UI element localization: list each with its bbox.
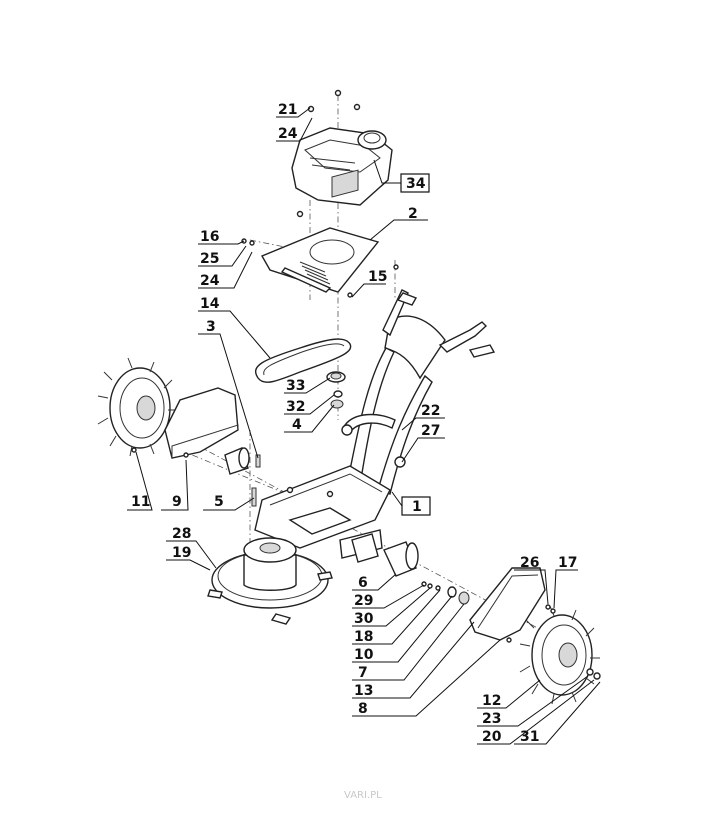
right-cover-part xyxy=(469,567,546,643)
left-wheel-part xyxy=(97,357,178,457)
label-21: 21 xyxy=(278,102,297,118)
label-7: 7 xyxy=(358,665,368,681)
label-2: 2 xyxy=(408,206,418,222)
watermark: VARI.PL xyxy=(344,790,382,801)
label-18: 18 xyxy=(354,629,373,645)
cutting-disc-part xyxy=(207,537,333,625)
label-11: 11 xyxy=(131,494,150,510)
label-15: 15 xyxy=(368,269,387,285)
label-24-mid: 24 xyxy=(200,273,220,289)
label-16: 16 xyxy=(200,229,219,245)
label-25: 25 xyxy=(200,251,219,267)
label-31: 31 xyxy=(520,729,539,745)
label-1: 1 xyxy=(412,499,422,515)
handle-frame-part xyxy=(341,289,496,495)
label-5: 5 xyxy=(214,494,224,510)
label-32: 32 xyxy=(286,399,305,415)
label-24-top: 24 xyxy=(278,126,298,142)
right-axle-parts xyxy=(351,533,470,605)
pulley-parts xyxy=(326,371,346,409)
leader-lines xyxy=(127,107,601,745)
belt-part xyxy=(254,338,352,383)
label-4: 4 xyxy=(292,417,302,433)
label-22: 22 xyxy=(421,403,440,419)
label-9: 9 xyxy=(172,494,182,510)
label-3: 3 xyxy=(206,319,216,335)
engine-part xyxy=(291,89,393,218)
label-12: 12 xyxy=(482,693,501,709)
label-13: 13 xyxy=(354,683,373,699)
label-34: 34 xyxy=(406,176,426,192)
right-wheel-part xyxy=(519,604,601,705)
engine-plate-part xyxy=(241,227,399,298)
label-box-1 xyxy=(401,496,431,516)
label-10: 10 xyxy=(354,647,374,663)
label-8: 8 xyxy=(358,701,368,717)
label-23: 23 xyxy=(482,711,501,727)
label-20: 20 xyxy=(482,729,502,745)
bushing-parts xyxy=(224,447,261,507)
left-cover-part xyxy=(164,387,239,459)
label-33: 33 xyxy=(286,378,305,394)
label-box-34 xyxy=(400,173,430,193)
label-29: 29 xyxy=(354,593,373,609)
label-26: 26 xyxy=(520,555,539,571)
label-6: 6 xyxy=(358,575,368,591)
label-28: 28 xyxy=(172,526,191,542)
label-19: 19 xyxy=(172,545,191,561)
label-30: 30 xyxy=(354,611,374,627)
label-17: 17 xyxy=(558,555,577,571)
label-14: 14 xyxy=(200,296,220,312)
label-27: 27 xyxy=(421,423,440,439)
part-labels: 21 24 34 2 16 25 24 15 14 3 33 32 4 22 2… xyxy=(131,102,577,745)
